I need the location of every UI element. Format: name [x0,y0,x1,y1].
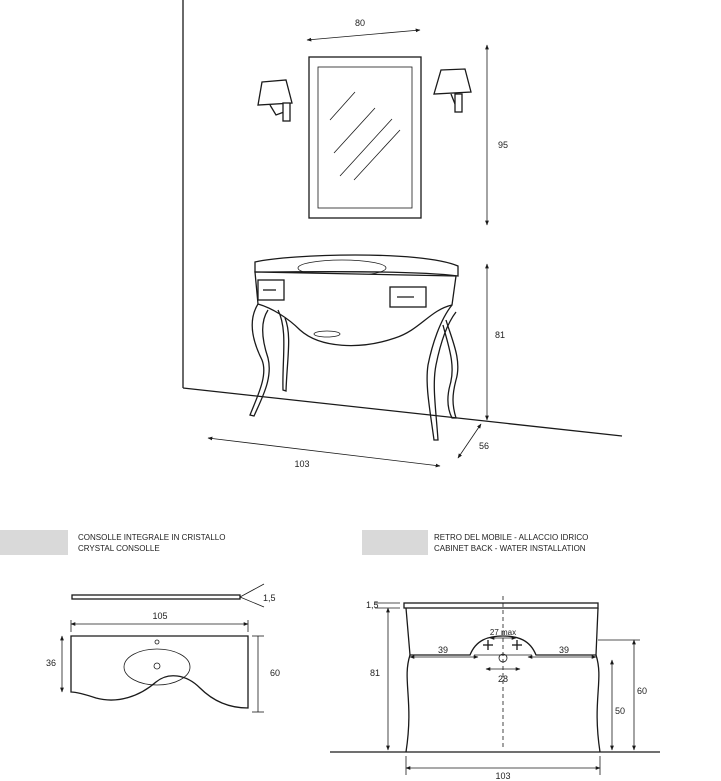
crystal-depth-left-label: 36 [46,658,56,668]
wall-lamp-right [433,68,472,113]
cabinet-height-right-label: 60 [637,686,647,696]
cabinet-back-view [330,596,660,753]
crystal-consolle-side-view [71,583,265,608]
cabinet-right-offset-label: 39 [559,645,569,655]
mirror [308,56,422,219]
cabinet-top-thickness-label: 1,5 [366,600,379,610]
cabinet-max-label: 27 max [490,628,516,637]
wall-and-floor [182,0,623,437]
cabinet-height-label: 81 [370,668,380,678]
mirror-height-label: 95 [498,140,508,150]
crystal-depth-right-label: 60 [270,668,280,678]
cabinet-back-caption-it: RETRO DEL MOBILE - ALLACCIO IDRICO [434,533,588,542]
cabinet-width-label: 103 [495,771,510,781]
wall-lamp-left [257,79,293,122]
cabinet-height-inner-label: 50 [615,706,625,716]
crystal-consolle-top-view [70,635,249,709]
dimension-lines-cabinet [375,602,640,775]
dimension-lines-elevation [207,28,489,468]
cabinet-back-caption-en: CABINET BACK - WATER INSTALLATION [434,544,586,553]
caption-band-left [0,530,68,555]
crystal-consolle-caption-it: CONSOLLE INTEGRALE IN CRISTALLO [78,533,225,542]
cabinet-left-offset-label: 39 [438,645,448,655]
dimension-lines-crystal [60,620,264,713]
crystal-consolle-caption-en: CRYSTAL CONSOLLE [78,544,160,553]
consolle-cabinet [249,254,459,441]
crystal-width-label: 105 [152,611,167,621]
consolle-height-label: 81 [495,330,505,340]
mirror-width-label: 80 [355,18,365,28]
crystal-thickness-label: 1,5 [263,593,276,603]
cabinet-spacing-label: 28 [498,674,508,684]
consolle-depth-label: 56 [479,441,489,451]
caption-band-right [362,530,428,555]
consolle-width-label: 103 [294,459,309,469]
